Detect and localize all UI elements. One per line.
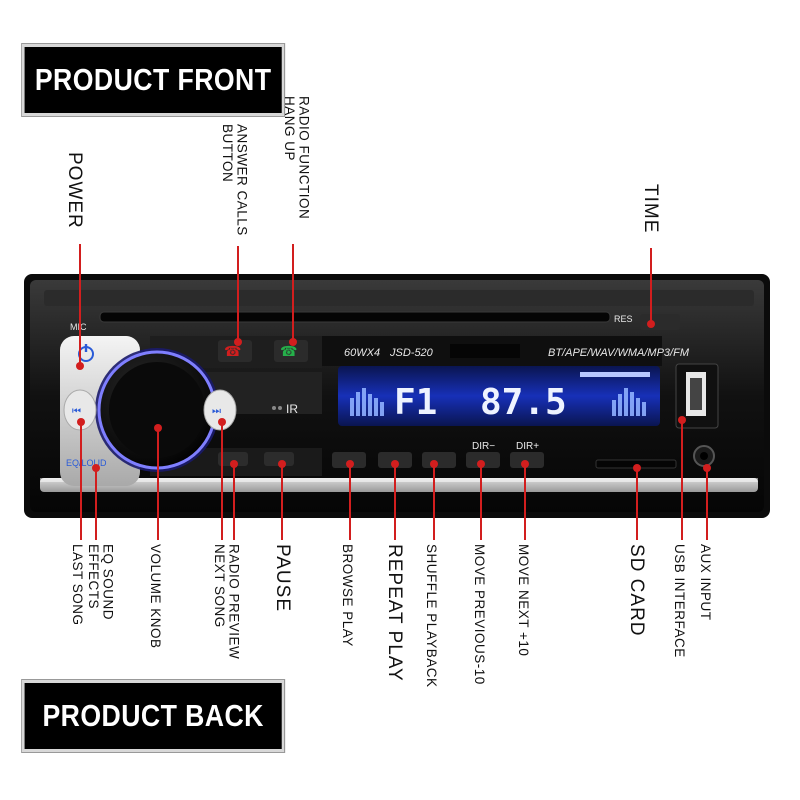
- leader-line-previous: [480, 462, 482, 540]
- leader-line-sd: [636, 466, 638, 540]
- label-answer-calls: ANSWER CALLS BUTTON: [220, 124, 250, 236]
- label-move-next: MOVE NEXT +10: [516, 544, 532, 657]
- leader-line-time: [650, 248, 652, 324]
- leader-dot-next: [521, 460, 529, 468]
- label-radio-function: RADIO FUNCTION HANG UP: [282, 96, 312, 220]
- label-sd-card: SD CARD: [625, 544, 647, 637]
- leader-dot-aux: [703, 464, 711, 472]
- eq-loud-label: EQ/LOUD: [66, 458, 107, 468]
- leader-dot-volume: [154, 424, 162, 432]
- product-back-banner: PRODUCT BACK: [22, 680, 285, 752]
- leader-dot-previous: [477, 460, 485, 468]
- label-shuffle-playback: SHUFFLE PLAYBACK: [424, 544, 440, 688]
- label-last-song: LAST SONG: [70, 544, 86, 626]
- label-usb-interface: USB INTERFACE: [672, 544, 688, 658]
- label-browse-play: BROWSE PLAY: [340, 544, 356, 647]
- label-volume-knob: VOLUME KNOB: [148, 544, 164, 649]
- lcd-frequency: 87.5: [480, 382, 567, 423]
- label-move-previous: MOVE PREVIOUS-10: [472, 544, 488, 685]
- leader-dot-browse: [346, 460, 354, 468]
- cd-slot: [99, 311, 611, 323]
- label-eq-sound: EQ SOUND EFFECTS: [86, 544, 116, 621]
- leader-dot-last-song: [77, 418, 85, 426]
- leader-line-aux: [706, 466, 708, 540]
- model-name-label: JSD-520: [389, 347, 434, 359]
- label-time: TIME: [639, 184, 661, 234]
- leader-line-usb: [681, 420, 683, 540]
- leader-dot-repeat: [391, 460, 399, 468]
- leader-line-shuffle: [433, 462, 435, 540]
- leader-dot-sd: [633, 464, 641, 472]
- lcd-display: [338, 366, 660, 426]
- model-power-label: 60WX4: [344, 347, 380, 359]
- label-repeat-play: REPEAT PLAY: [383, 544, 405, 682]
- dir-minus-label: DIR−: [472, 441, 495, 452]
- leader-dot-next-song: [218, 418, 226, 426]
- next-button: [203, 389, 237, 431]
- leader-line-eq: [95, 466, 97, 540]
- leader-dot-time: [647, 320, 655, 328]
- leader-line-radio-function: [292, 244, 294, 342]
- leader-line-radio-preview: [233, 462, 235, 540]
- leader-dot-usb: [678, 416, 686, 424]
- formats-label: BT/APE/WAV/WMA/MP3/FM: [548, 347, 690, 359]
- leader-dot-answer: [234, 338, 242, 346]
- mic-label: MIC: [70, 322, 87, 332]
- svg-text:⏭: ⏭: [212, 406, 221, 417]
- leader-line-volume: [157, 428, 159, 540]
- label-radio-preview: RADIO PREVIEW NEXT SONG: [212, 544, 242, 660]
- res-label: RES: [614, 314, 633, 324]
- leader-line-next: [524, 462, 526, 540]
- leader-dot-pause: [278, 460, 286, 468]
- leader-dot-power: [76, 362, 84, 370]
- leader-dot-shuffle: [430, 460, 438, 468]
- ir-label: IR: [286, 402, 298, 416]
- lcd-band: F1: [394, 382, 437, 423]
- hangup-icon: ☎: [280, 344, 297, 360]
- label-pause: PAUSE: [271, 544, 293, 613]
- label-power: POWER: [63, 152, 85, 229]
- leader-line-answer: [237, 246, 239, 342]
- leader-dot-eq: [92, 464, 100, 472]
- product-front-banner: PRODUCT FRONT: [22, 44, 285, 116]
- leader-line-power: [79, 244, 81, 366]
- leader-dot-radio-preview: [230, 460, 238, 468]
- leader-line-repeat: [394, 462, 396, 540]
- leader-line-pause: [281, 462, 283, 540]
- leader-line-next-song: [221, 420, 223, 540]
- leader-line-last-song: [80, 420, 82, 540]
- svg-text:⏮: ⏮: [72, 406, 81, 417]
- dir-plus-label: DIR+: [516, 441, 539, 452]
- label-aux-input: AUX INPUT: [698, 544, 714, 621]
- leader-dot-radio-function: [289, 338, 297, 346]
- leader-line-browse: [349, 462, 351, 540]
- answer-call-icon: ☎: [224, 344, 241, 360]
